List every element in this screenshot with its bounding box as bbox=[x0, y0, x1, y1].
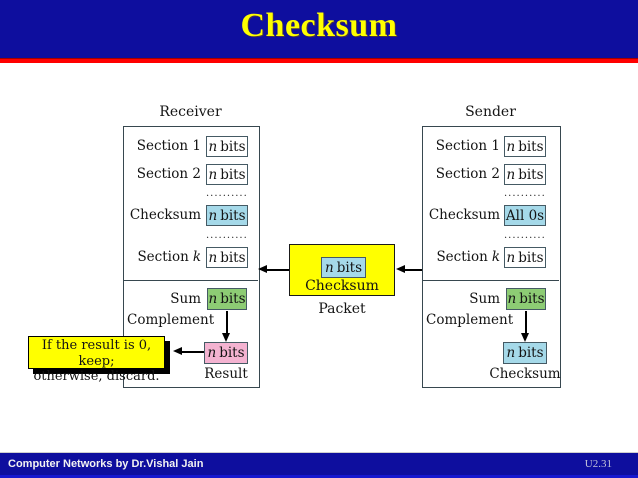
header-rule-dark bbox=[0, 58, 638, 59]
arrow-sender-to-packet-head bbox=[396, 265, 405, 273]
row-label-text: Section 2 bbox=[435, 166, 500, 182]
cell-var: n bbox=[506, 249, 516, 266]
cell-var: n bbox=[208, 249, 218, 266]
ellipsis-dots: ............ bbox=[504, 188, 546, 199]
receiver-title: Receiver bbox=[159, 104, 222, 120]
cell-unit: bits bbox=[518, 138, 544, 155]
cell-unit: bits bbox=[518, 166, 544, 183]
arrow-sum-to-result-line bbox=[226, 311, 228, 334]
sender-row-label: Section 1 bbox=[422, 136, 500, 157]
sender-divider bbox=[422, 280, 559, 282]
receiver-row-label: Section 2 bbox=[123, 164, 201, 185]
cell-unit: bits bbox=[336, 259, 362, 276]
footer-slide-number: U2.31 bbox=[584, 458, 612, 470]
cell-var: n bbox=[507, 291, 517, 307]
row-label-text: Section bbox=[137, 249, 189, 265]
result-rule-callout: If the result is 0, keep; otherwise, dis… bbox=[28, 336, 165, 384]
ellipsis-dots: ............ bbox=[504, 230, 546, 241]
sender-box bbox=[422, 126, 561, 388]
row-label-var: k bbox=[192, 249, 201, 265]
receiver-sum-label: Sum bbox=[170, 291, 201, 307]
cell-unit: bits bbox=[220, 291, 246, 307]
ellipsis-dots: ............ bbox=[206, 188, 248, 199]
footer-bar: Computer Networks by Dr.Vishal Jain U2.3… bbox=[0, 452, 638, 475]
sender-title: Sender bbox=[465, 104, 516, 120]
ellipsis-dots: ............ bbox=[206, 230, 248, 241]
sender-checksum-cell: All 0s bbox=[504, 205, 546, 226]
arrow-sender-to-packet-line bbox=[405, 269, 422, 271]
row-label-var: k bbox=[491, 249, 500, 265]
row-label-text: Checksum bbox=[129, 207, 201, 223]
arrow-packet-to-receiver-line bbox=[267, 269, 289, 271]
sender-result-caption: Checksum bbox=[489, 366, 561, 382]
header-rule-red bbox=[0, 59, 638, 63]
callout-line1: If the result is 0, keep; bbox=[41, 338, 152, 369]
cell-unit: bits bbox=[220, 166, 246, 183]
arrow-sum-to-checksum-head bbox=[521, 333, 529, 342]
receiver-box bbox=[123, 126, 260, 388]
cell-var: n bbox=[208, 166, 218, 183]
sender-complement-label: Complement bbox=[426, 312, 514, 328]
footer-course-label: Computer Networks by Dr.Vishal Jain bbox=[8, 458, 204, 470]
cell-unit: bits bbox=[220, 138, 246, 155]
cell-unit: bits bbox=[220, 249, 246, 266]
sender-row-label: Section 2 bbox=[422, 164, 500, 185]
sender-row-label: Checksum bbox=[422, 205, 500, 226]
receiver-row-label: Checksum bbox=[123, 205, 201, 226]
row-label-text: Section 1 bbox=[435, 138, 500, 154]
cell-var: n bbox=[208, 207, 218, 224]
cell-var: n bbox=[506, 166, 516, 183]
cell-var: n bbox=[208, 138, 218, 155]
cell-var: n bbox=[207, 345, 217, 361]
callout-line2: otherwise, discard. bbox=[33, 369, 160, 384]
arrow-packet-to-receiver-head bbox=[258, 265, 267, 273]
cell-unit: All 0s bbox=[505, 207, 545, 224]
sender-sum-label: Sum bbox=[469, 291, 500, 307]
row-label-text: Section bbox=[436, 249, 488, 265]
receiver-row-label: Section 1 bbox=[123, 136, 201, 157]
cell-var: n bbox=[324, 259, 334, 276]
receiver-complement-label: Complement bbox=[127, 312, 215, 328]
row-label-text: Checksum bbox=[428, 207, 500, 223]
row-label-text: Section 2 bbox=[136, 166, 201, 182]
cell-var: n bbox=[208, 291, 218, 307]
cell-unit: bits bbox=[219, 345, 245, 361]
arrow-sum-to-checksum-line bbox=[525, 311, 527, 334]
cell-unit: bits bbox=[519, 291, 545, 307]
page-title: Checksum bbox=[240, 7, 398, 44]
packet-caption: Packet bbox=[318, 301, 366, 317]
receiver-result-caption: Result bbox=[204, 366, 248, 382]
row-label-text: Section 1 bbox=[136, 138, 201, 154]
cell-unit: bits bbox=[518, 345, 544, 361]
packet-checksum-label: Checksum bbox=[305, 278, 379, 294]
cell-var: n bbox=[506, 138, 516, 155]
cell-unit: bits bbox=[518, 249, 544, 266]
receiver-divider bbox=[123, 280, 258, 282]
cell-unit: bits bbox=[220, 207, 246, 224]
arrow-sum-to-result-head bbox=[222, 333, 230, 342]
arrow-result-to-callout-line bbox=[182, 351, 204, 353]
arrow-result-to-callout-head bbox=[173, 347, 182, 355]
slide-header: Checksum bbox=[0, 0, 638, 58]
cell-var: n bbox=[506, 345, 516, 361]
footer-accent-strip bbox=[0, 475, 638, 478]
